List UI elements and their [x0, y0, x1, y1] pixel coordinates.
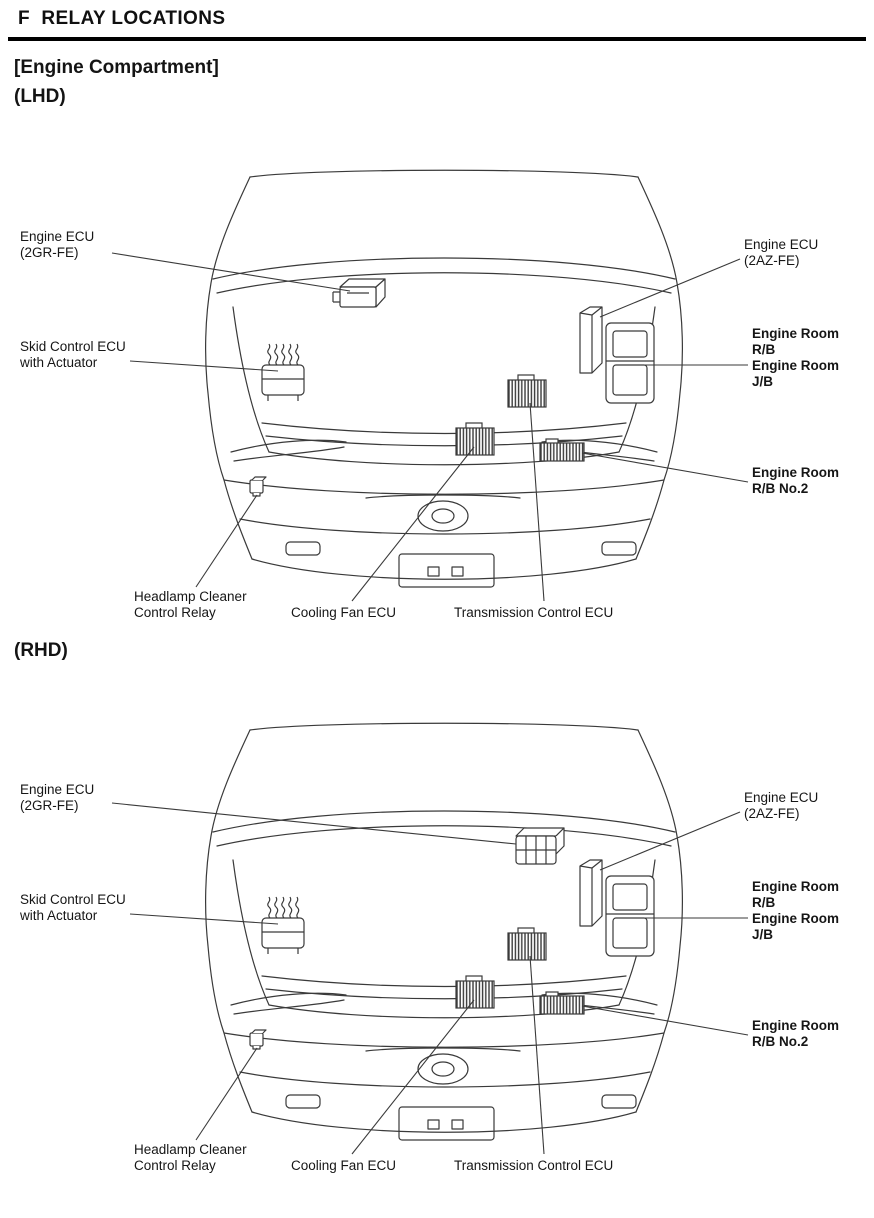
diagram-rhd: Engine ECU (2GR-FE) Skid Control ECU wit… [0, 718, 874, 1188]
label-headlamp-cleaner: Headlamp Cleaner Control Relay [134, 1142, 247, 1173]
leader-engine-ecu-2gr [111, 802, 517, 845]
label-cooling-fan: Cooling Fan ECU [291, 605, 397, 620]
leader-lines [111, 252, 749, 602]
label-engine-room-jb: Engine Room J/B [752, 358, 839, 389]
components [249, 278, 655, 497]
leader-engine-room-rb2 [581, 452, 749, 483]
label-cooling-fan: Cooling Fan ECU [291, 1158, 397, 1173]
engine-ecu-2gr-component [332, 278, 386, 308]
variant-heading-rhd: (RHD) [14, 640, 68, 661]
transmission-control-ecu-component [507, 374, 547, 408]
label-transmission: Transmission Control ECU [454, 1158, 614, 1173]
engine-room-rb-jb-component [605, 875, 655, 957]
label-skid-control: Skid Control ECU with Actuator [20, 892, 126, 923]
headlamp-cleaner-relay-component [249, 476, 267, 497]
skid-control-ecu-component [261, 343, 305, 402]
leader-transmission [529, 402, 545, 602]
rhd-diagram-svg [111, 722, 749, 1155]
label-engine-room-rb: Engine Room R/B [752, 326, 839, 357]
engine-room-rb-jb-component [605, 322, 655, 404]
leader-engine-room-rb2 [581, 1005, 749, 1036]
transmission-control-ecu-component [507, 927, 547, 961]
leader-headlamp-cleaner [195, 1047, 258, 1141]
label-engine-room-rb: Engine Room R/B [752, 879, 839, 910]
label-engine-room-jb: Engine Room J/B [752, 911, 839, 942]
components [249, 827, 655, 1050]
leader-engine-ecu-2az [599, 258, 741, 318]
engine-room-rb2-component [539, 438, 585, 462]
section-title: [Engine Compartment] [14, 57, 219, 78]
header-rule [8, 37, 866, 41]
label-engine-room-rb2: Engine Room R/B No.2 [752, 465, 839, 496]
label-engine-ecu-2gr: Engine ECU (2GR-FE) [20, 782, 95, 813]
leader-transmission [529, 955, 545, 1155]
variant-heading-lhd: (LHD) [14, 86, 66, 107]
leader-skid-control [129, 360, 279, 372]
cooling-fan-ecu-component [455, 975, 495, 1009]
label-engine-ecu-2gr: Engine ECU (2GR-FE) [20, 229, 95, 260]
diagram-lhd: Engine ECU (2GR-FE) Skid Control ECU wit… [0, 165, 874, 635]
leader-skid-control [129, 913, 279, 925]
leader-headlamp-cleaner [195, 494, 258, 588]
headlamp-cleaner-relay-component [249, 1029, 267, 1050]
leader-engine-ecu-2gr [111, 252, 351, 292]
label-skid-control: Skid Control ECU with Actuator [20, 339, 126, 370]
label-headlamp-cleaner: Headlamp Cleaner Control Relay [134, 589, 247, 620]
label-engine-ecu-2az: Engine ECU (2AZ-FE) [744, 237, 819, 268]
label-transmission: Transmission Control ECU [454, 605, 614, 620]
skid-control-ecu-component [261, 896, 305, 955]
leader-lines [111, 802, 749, 1155]
engine-ecu-2gr-component [515, 827, 565, 865]
engine-room-rb2-component [539, 991, 585, 1015]
leader-engine-ecu-2az [599, 811, 741, 871]
leader-cooling-fan [351, 446, 475, 602]
engine-ecu-2az-component [579, 306, 603, 374]
engine-ecu-2az-component [579, 859, 603, 927]
lhd-diagram-svg [111, 169, 749, 602]
cooling-fan-ecu-component [455, 422, 495, 456]
leader-cooling-fan [351, 999, 475, 1155]
page-header: F RELAY LOCATIONS [18, 8, 226, 29]
label-engine-ecu-2az: Engine ECU (2AZ-FE) [744, 790, 819, 821]
label-engine-room-rb2: Engine Room R/B No.2 [752, 1018, 839, 1049]
